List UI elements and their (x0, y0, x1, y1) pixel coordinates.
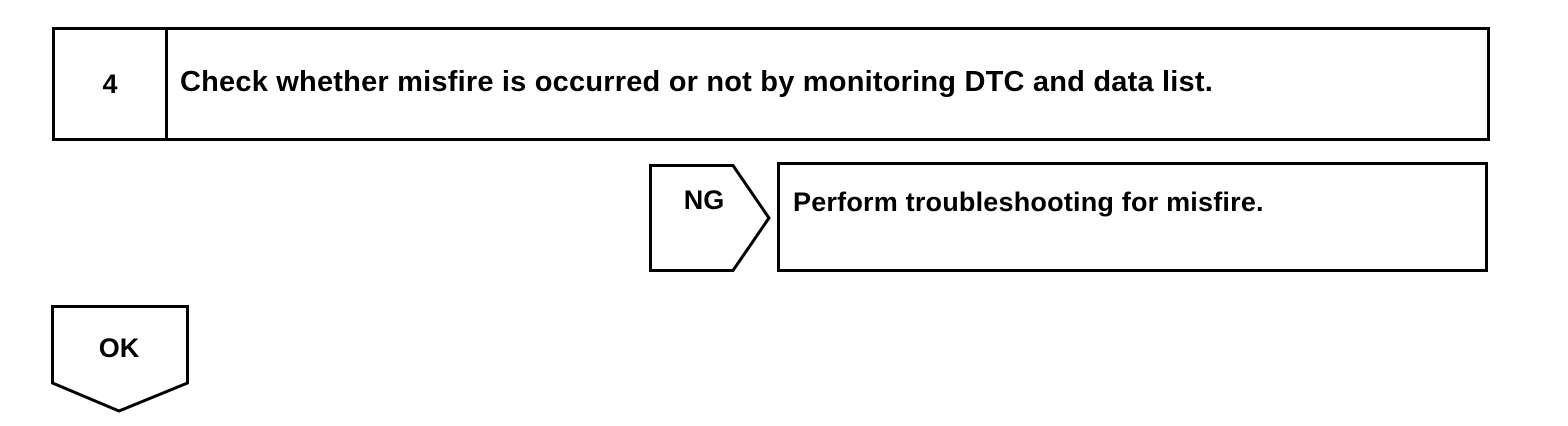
step-box: 4 Check whether misfire is occurred or n… (52, 27, 1490, 141)
ng-result-box: Perform troubleshooting for misfire. (777, 162, 1488, 272)
ng-arrow-shape (649, 164, 771, 272)
ng-result-text: Perform troubleshooting for misfire. (793, 187, 1264, 217)
ok-label: OK (98, 333, 140, 363)
ok-arrow-shape (51, 305, 189, 413)
step-title: Check whether misfire is occurred or not… (180, 65, 1213, 98)
step-number: 4 (55, 30, 168, 138)
ng-label: NG (683, 185, 725, 215)
